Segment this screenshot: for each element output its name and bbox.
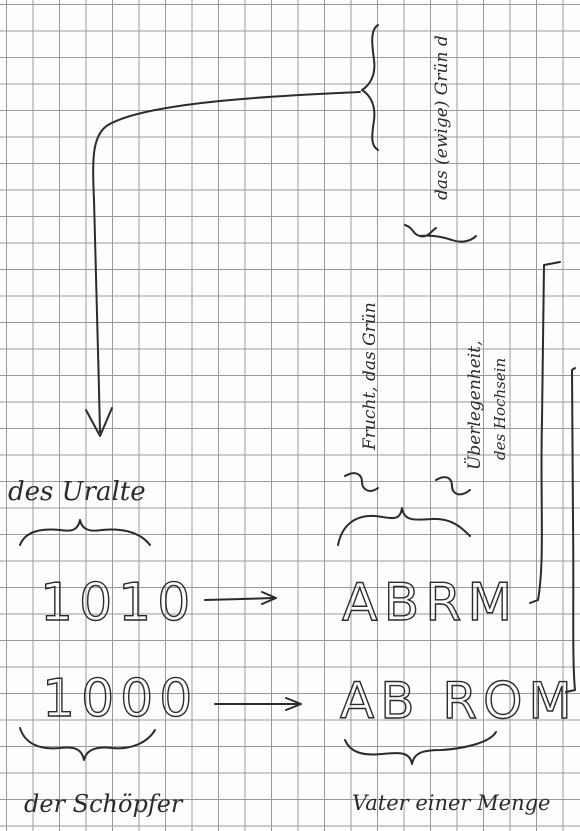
- right-bottom-label: Vater einer Menge: [352, 791, 550, 815]
- left-top-label: des Uralte: [8, 477, 146, 507]
- top-right-brace: [361, 24, 379, 151]
- superiority-label-2: des Hochsein: [491, 358, 509, 460]
- left-bottom-label: der Schöpfer: [24, 790, 184, 818]
- number-1010: 1010: [40, 573, 196, 633]
- number-1000: 1000: [42, 669, 198, 729]
- brace-above-1010: [19, 519, 151, 546]
- brace-below-1000: [19, 727, 156, 761]
- arrow-head: [85, 407, 113, 437]
- top-right-vertical-text: das (ewige) Grün d: [432, 35, 452, 200]
- fruit-label: Frucht, das Grün: [360, 302, 380, 451]
- arrow-1000-to-abrom: [214, 697, 302, 711]
- right-bracket-inner: [565, 367, 576, 693]
- long-curved-arrow: [92, 91, 361, 433]
- arrow-1010-to-abrm: [204, 591, 277, 605]
- tilde-brace-1: [344, 472, 379, 492]
- word-abrm: ABRM: [342, 573, 518, 633]
- superiority-label-1: Überlegenheit,: [464, 341, 485, 470]
- brace-below-abrom: [344, 731, 497, 765]
- word-abrom: AB ROM: [340, 672, 578, 730]
- tilde-brace-2: [435, 476, 471, 496]
- brace-above-abrm: [337, 507, 471, 546]
- right-bracket-outer: [529, 261, 561, 604]
- fruit-brace: [404, 224, 477, 243]
